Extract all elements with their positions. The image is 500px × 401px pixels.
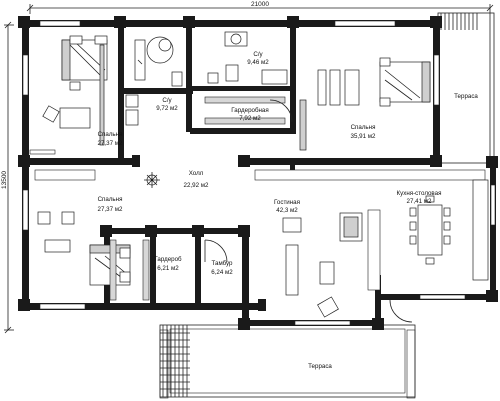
bedroom-nw-furniture bbox=[29, 35, 108, 155]
room-hall-name: Холл bbox=[189, 170, 204, 177]
room-tambour-name: Тамбур bbox=[212, 260, 234, 267]
room-wardrobe-1-name: Гардеробная bbox=[231, 107, 268, 114]
terrace-east-deck bbox=[437, 12, 495, 165]
windows bbox=[22, 20, 496, 326]
wardrobe-1-furniture bbox=[204, 96, 286, 125]
room-living-name: Гостиная bbox=[274, 199, 300, 206]
room-bedroom-nw-area: 27,37 м2 bbox=[98, 140, 123, 147]
room-living-area: 42,3 м2 bbox=[276, 207, 298, 214]
room-bath-1-area: 9,72 м2 bbox=[156, 105, 178, 112]
hall-furniture bbox=[144, 99, 293, 188]
room-bedroom-ne-name: Спальня bbox=[351, 124, 376, 131]
room-bedroom-sw-name: Спальня bbox=[98, 196, 123, 203]
terrace-south-name: Терраса bbox=[308, 363, 332, 370]
room-wardrobe-2-area: 6,21 м2 bbox=[157, 265, 179, 272]
room-bedroom-ne-area: 35,91 м2 bbox=[351, 133, 376, 140]
room-bedroom-nw-name: Спальня bbox=[98, 131, 123, 138]
room-hall-area: 22,92 м2 bbox=[184, 182, 209, 189]
room-wardrobe-2-name: Гардероб bbox=[154, 256, 182, 263]
dimension-height: 13500 bbox=[1, 21, 14, 334]
room-kitchen-area: 27,41 м2 bbox=[407, 198, 432, 205]
room-bath-2-name: С/у bbox=[253, 51, 263, 58]
room-bedroom-sw-area: 27,37 м2 bbox=[98, 206, 123, 213]
living-furniture bbox=[254, 169, 486, 318]
bath-2-furniture bbox=[207, 31, 288, 85]
terrace-east-name: Терраса bbox=[454, 93, 478, 100]
south-stairs bbox=[159, 329, 416, 399]
dimension-width-label: 21000 bbox=[251, 1, 269, 8]
dimension-width: 21000 bbox=[26, 1, 494, 14]
tambour-furniture bbox=[204, 239, 228, 263]
terrace-south-deck bbox=[159, 324, 416, 398]
room-bath-2-area: 9,46 м2 bbox=[247, 59, 269, 66]
bedroom-ne-furniture bbox=[299, 57, 431, 151]
bath-1-furniture bbox=[125, 36, 183, 126]
room-tambour-area: 6,24 м2 bbox=[211, 269, 233, 276]
wardrobe-2-furniture bbox=[109, 239, 150, 301]
kitchen-furniture bbox=[389, 179, 489, 323]
room-wardrobe-1-area: 7,92 м2 bbox=[239, 115, 261, 122]
room-labels: Спальня 27,37 м2 С/у 9,72 м2 С/у 9,46 м2… bbox=[98, 51, 479, 370]
room-bath-1-name: С/у bbox=[162, 97, 172, 104]
log-corners bbox=[18, 16, 498, 330]
room-kitchen-name: Кухня-столовая bbox=[397, 190, 442, 197]
dimension-height-label: 13500 bbox=[1, 171, 8, 189]
